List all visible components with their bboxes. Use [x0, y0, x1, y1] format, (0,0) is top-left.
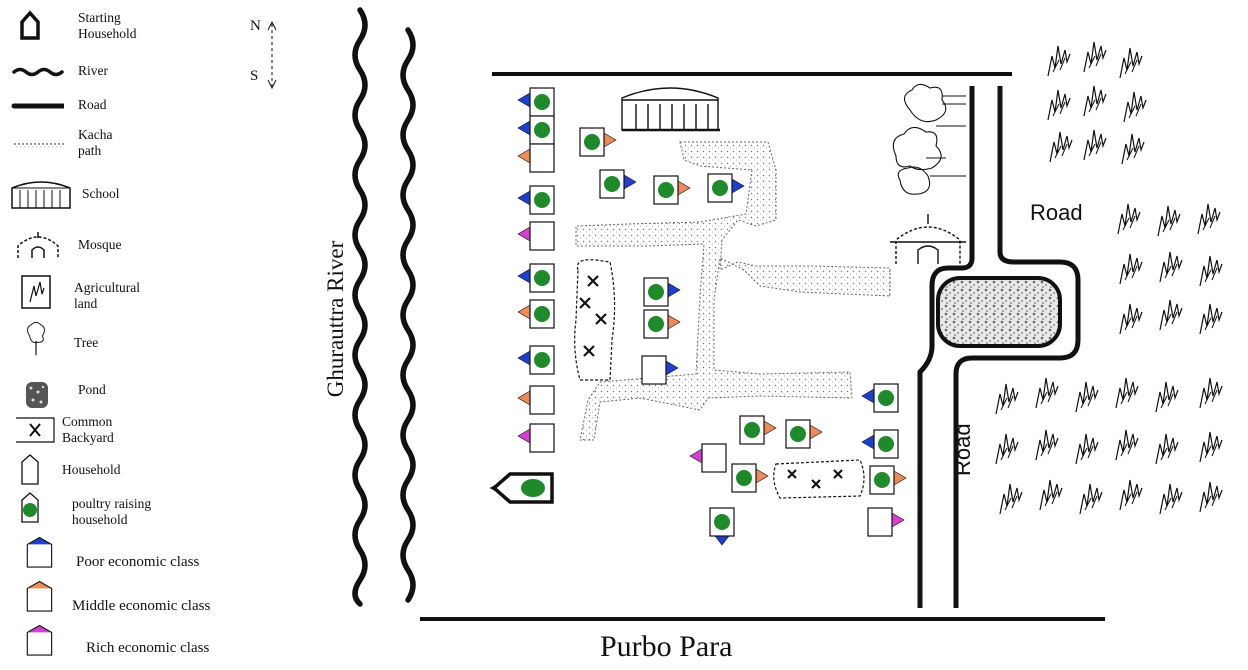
common-backyard-right-marks [787, 469, 843, 489]
river-icon [12, 67, 64, 77]
poor-household [641, 355, 679, 385]
common-backyard-left-marks [579, 275, 607, 357]
agricultural-land-icon [21, 275, 51, 309]
poultry-middle-household [643, 309, 681, 339]
poultry-poor-household [517, 185, 555, 215]
rich-household [517, 221, 555, 251]
legend-label-river: River [78, 63, 108, 78]
area-name-label: Purbo Para [600, 630, 733, 663]
poultry-poor-household [707, 173, 745, 203]
legend-item-middle: Middle economic class [0, 578, 260, 618]
poultry-middle-household [731, 463, 769, 493]
poultry-poor-household [709, 507, 735, 546]
legend-item-tree: Tree [0, 320, 260, 360]
road-main-inner [953, 86, 1081, 608]
poultry-poor-household [861, 383, 899, 413]
legend-item-kacha-path: Kacha path [0, 126, 260, 166]
legend-item-road: Road [0, 90, 260, 130]
common-backyard-left [574, 259, 616, 381]
poultry-poor-household [517, 115, 555, 145]
legend-label-school: School [82, 186, 120, 201]
middle-household [517, 385, 555, 415]
poultry-poor-household [643, 277, 681, 307]
pond [936, 276, 1062, 348]
middle-class-icon [26, 580, 53, 612]
river-right [400, 27, 416, 603]
poultry-middle-household [785, 419, 823, 449]
rich-household [517, 423, 555, 453]
legend-item-rich: Rich economic class [0, 622, 260, 662]
poultry-middle-household [653, 175, 691, 205]
legend-label-starting-household: Starting Household [78, 10, 137, 41]
road-label-bottom: Road [950, 423, 975, 476]
tree-icon [27, 321, 45, 356]
kacha-path-upper [575, 141, 891, 441]
legend-item-agricultural-land: Agricultural land [0, 272, 260, 312]
poultry-middle-household [739, 415, 777, 445]
poultry-poor-household [599, 169, 637, 199]
legend-label-common-backyard: Common Backyard [62, 414, 114, 445]
river-left [352, 7, 368, 607]
school-icon [11, 181, 71, 209]
poultry-middle-household [517, 299, 555, 329]
rich-class-icon [26, 624, 53, 656]
household-icon [21, 454, 39, 485]
agricultural-field-middle [1117, 203, 1223, 335]
legend-item-common-backyard: Common Backyard [0, 412, 260, 452]
starting-household-icon [20, 10, 40, 40]
rich-household [867, 507, 905, 537]
road-main-outer [917, 86, 975, 608]
legend-label-poor: Poor economic class [76, 554, 200, 570]
households [489, 87, 907, 546]
poultry-middle-household [869, 465, 907, 495]
legend-item-poor: Poor economic class [0, 534, 260, 574]
legend-label-mosque: Mosque [78, 237, 122, 252]
legend: Starting Household River Road Kacha path… [0, 0, 260, 670]
legend-label-rich: Rich economic class [86, 640, 210, 656]
legend-label-poultry-household: poultry raising household [72, 496, 152, 527]
trees [892, 83, 966, 195]
river-name-label: Ghurauttra River [323, 240, 348, 398]
legend-item-household: Household [0, 452, 260, 492]
poultry-poor-household [517, 345, 555, 375]
school-building [621, 87, 720, 132]
mosque-icon [17, 232, 59, 258]
north-south-arrow-icon [267, 20, 277, 90]
starting-household [489, 472, 554, 504]
pond-icon [26, 382, 48, 408]
agricultural-field-top [1040, 34, 1162, 174]
poultry-poor-household [861, 429, 899, 459]
poor-class-icon [26, 536, 53, 568]
compass: N S [248, 12, 288, 92]
road-icon [11, 103, 64, 109]
common-backyard-right [773, 459, 865, 499]
compass-north-label: N [250, 18, 261, 34]
legend-label-household: Household [62, 462, 121, 477]
legend-label-pond: Pond [78, 382, 106, 397]
legend-item-school: School [0, 176, 260, 216]
legend-item-starting-household: Starting Household [0, 8, 260, 48]
poultry-poor-household [517, 87, 555, 117]
common-backyard-icon [16, 417, 55, 443]
legend-item-poultry-household: poultry raising household [0, 490, 260, 530]
kacha-path-icon [14, 143, 64, 148]
legend-item-river: River [0, 56, 260, 96]
legend-item-mosque: Mosque [0, 228, 260, 268]
poultry-middle-household [579, 127, 617, 157]
rich-household [689, 443, 727, 473]
legend-label-tree: Tree [74, 335, 99, 350]
poultry-household-icon [21, 492, 39, 523]
mosque-building [890, 214, 966, 264]
middle-household [517, 143, 555, 173]
agricultural-field-bottom [995, 377, 1223, 515]
compass-south-label: S [250, 68, 259, 84]
legend-label-agricultural-land: Agricultural land [74, 280, 140, 311]
poultry-poor-household [517, 263, 555, 293]
legend-item-pond: Pond [0, 378, 260, 418]
legend-label-middle: Middle economic class [72, 598, 211, 614]
road-label-top: Road [1030, 200, 1083, 225]
legend-label-kacha-path: Kacha path [78, 127, 113, 158]
legend-label-road: Road [78, 97, 107, 112]
